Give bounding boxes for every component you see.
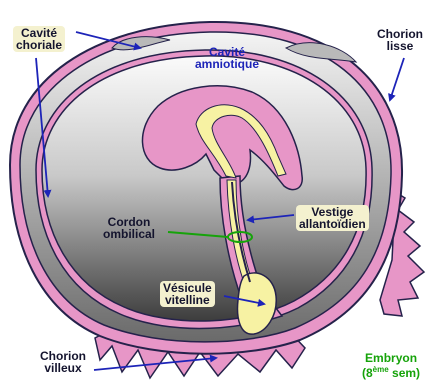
label-cavite-amniotique: Cavité amniotique bbox=[195, 46, 259, 70]
label-cavite-choriale-2: choriale bbox=[16, 39, 62, 51]
label-chorion-villeux: Chorion villeux bbox=[40, 350, 86, 374]
label-cordon-2: ombilical bbox=[103, 228, 155, 240]
label-cavite-amniotique-2: amniotique bbox=[195, 58, 259, 70]
label-embryon-2: (8ème sem) bbox=[362, 364, 420, 379]
label-chorion-lisse-2: lisse bbox=[377, 40, 423, 52]
label-chorion-lisse: Chorion lisse bbox=[377, 28, 423, 52]
label-cavite-choriale: Cavité choriale bbox=[13, 26, 65, 52]
label-vesicule-vitelline: Vésicule vitelline bbox=[160, 281, 215, 307]
label-chorion-villeux-2: villeux bbox=[40, 362, 86, 374]
label-embryon: Embryon (8ème sem) bbox=[362, 352, 420, 379]
label-embryon-2c: sem) bbox=[389, 366, 420, 380]
label-vesicule-2: vitelline bbox=[163, 294, 212, 306]
label-vestige-allantoidien: Vestige allantoïdien bbox=[296, 205, 369, 231]
label-embryon-1: Embryon bbox=[362, 352, 420, 364]
label-embryon-2b: ème bbox=[373, 365, 389, 374]
arrow-chorion-lisse bbox=[390, 58, 404, 100]
label-cordon-ombilical: Cordon ombilical bbox=[103, 216, 155, 240]
label-vestige-2: allantoïdien bbox=[299, 218, 366, 230]
label-embryon-2a: (8 bbox=[362, 366, 373, 380]
